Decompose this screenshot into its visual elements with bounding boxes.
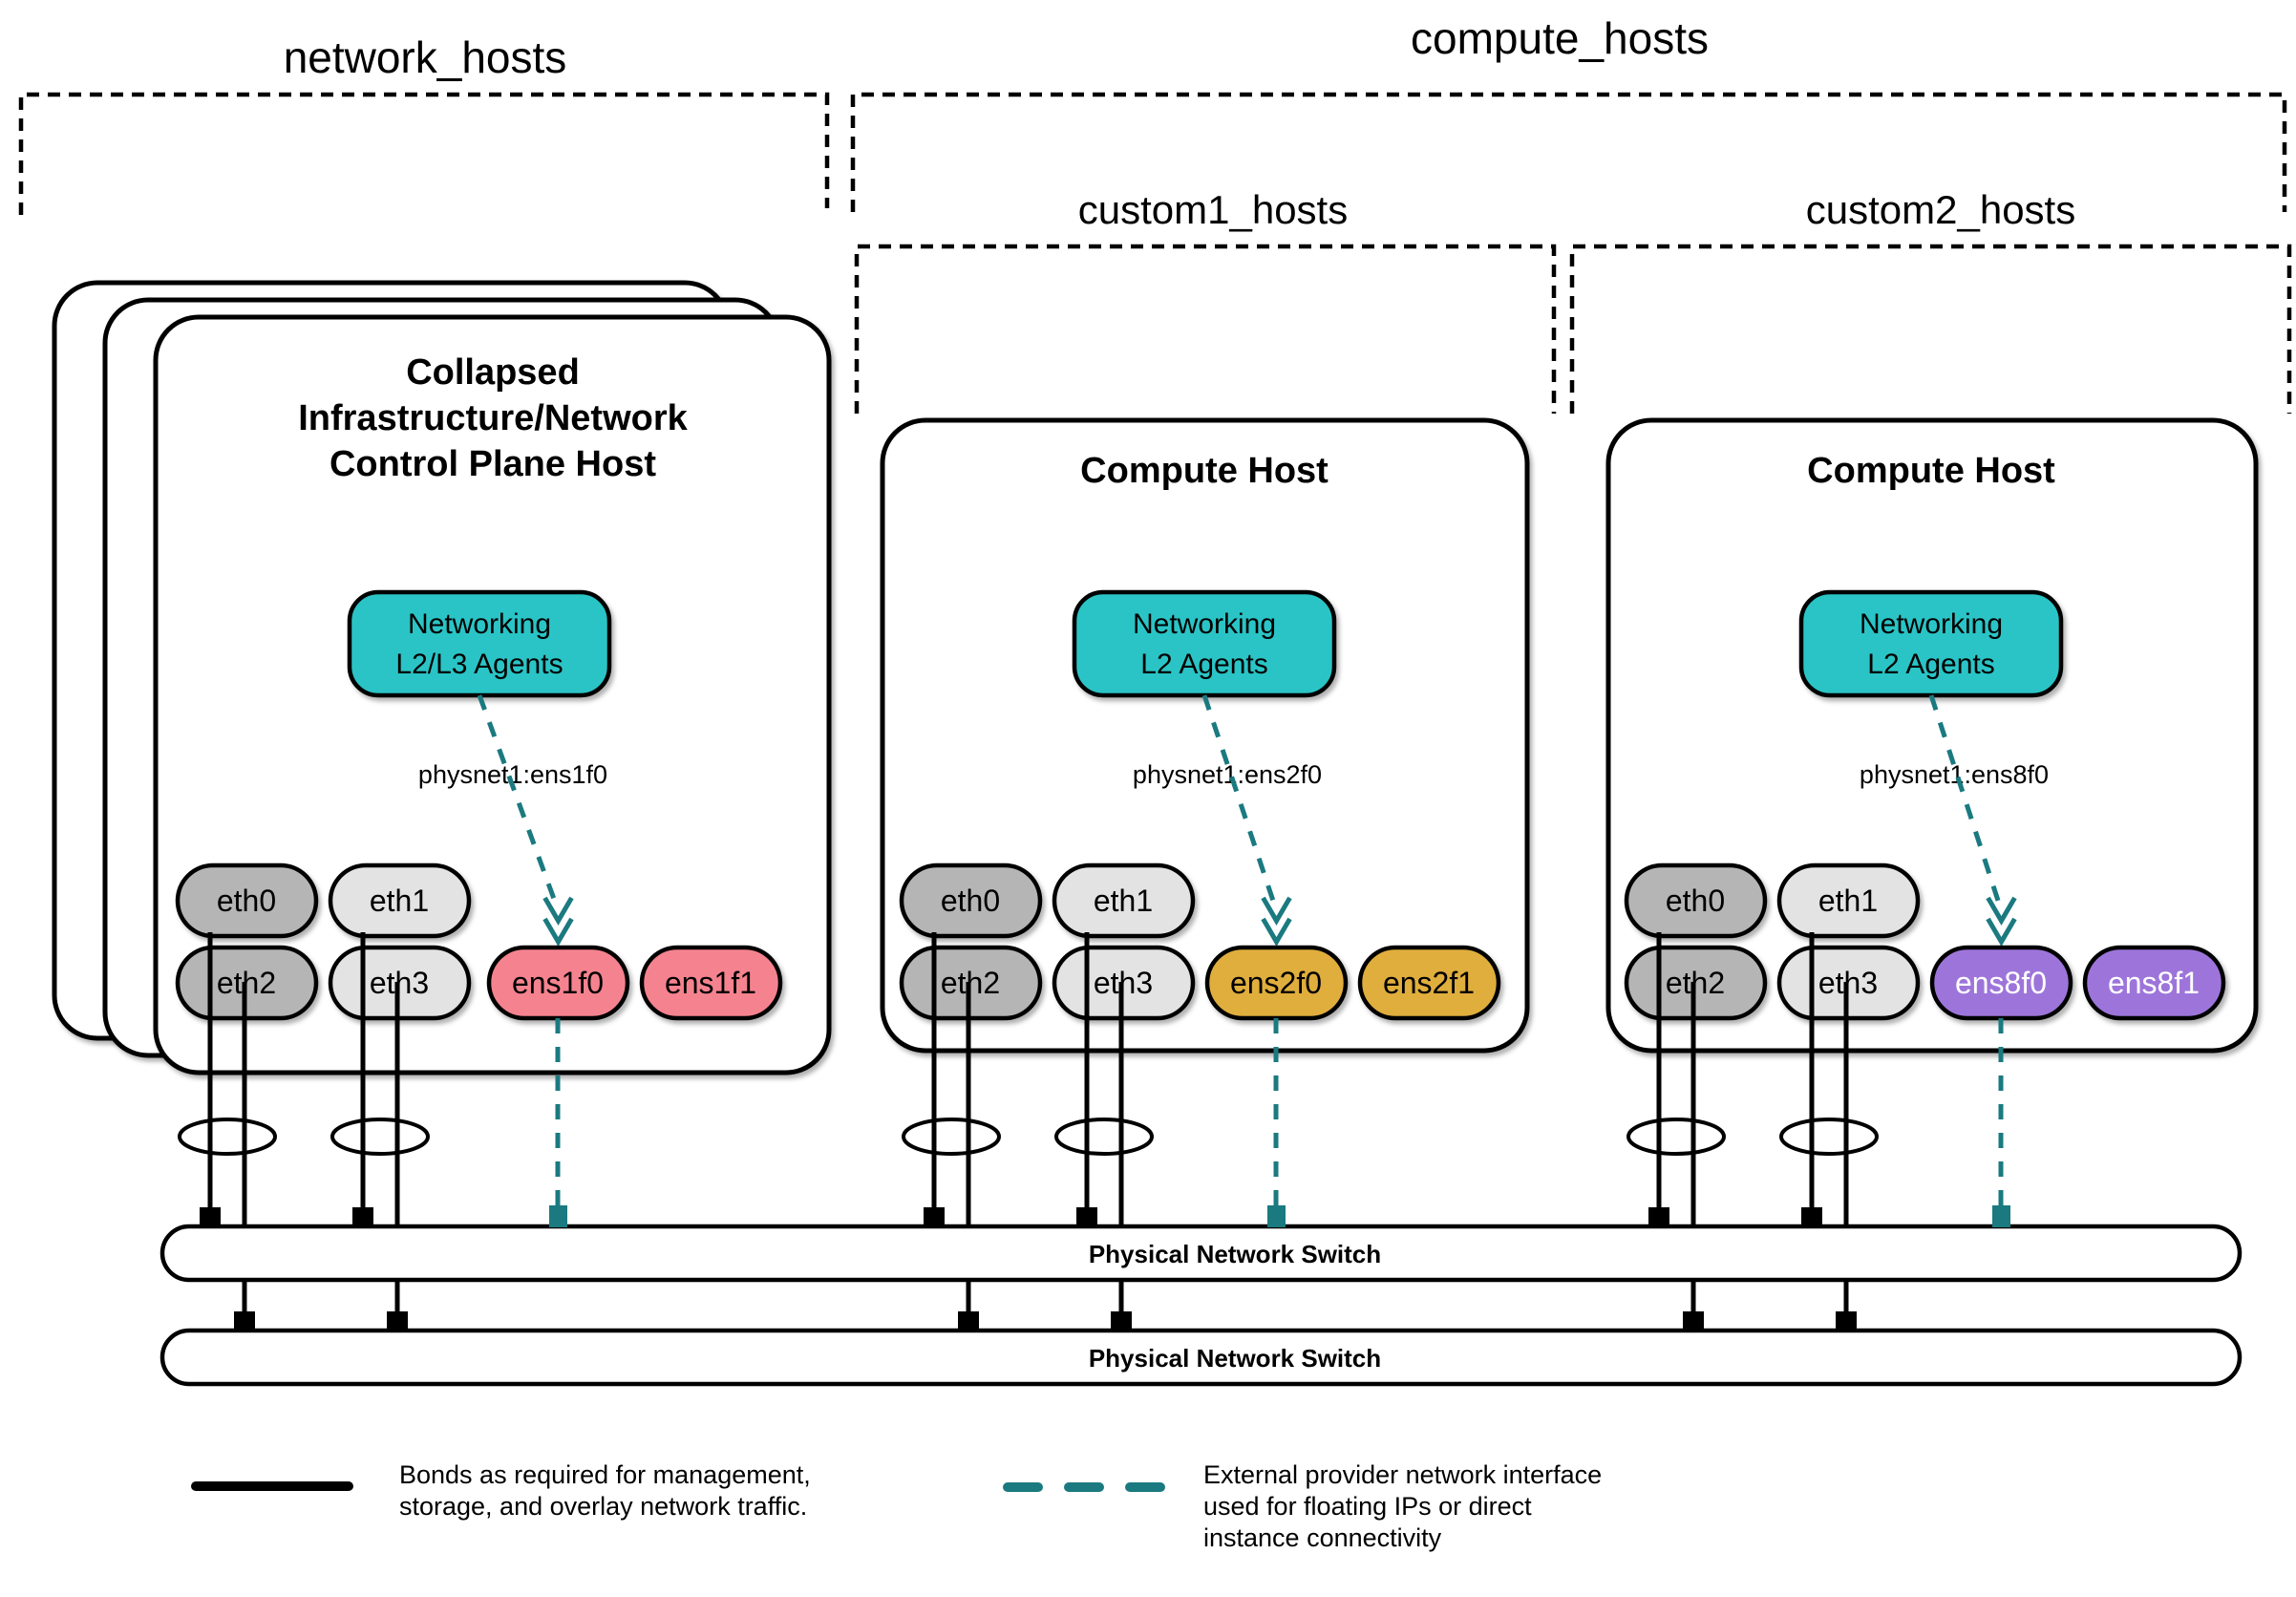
nic-label-ens8f0: ens8f0: [1955, 966, 2047, 1000]
switch-port-marker: [924, 1207, 945, 1227]
network-host-title-line3: Control Plane Host: [330, 444, 656, 484]
switch-port-marker: [234, 1311, 255, 1331]
network-host-arrowhead-chevron-1: [542, 896, 574, 926]
legend-bond-text-line1: Bonds as required for management,: [399, 1460, 811, 1489]
compute-host-1-box: [880, 417, 1530, 1054]
compute-host-2-box: [1605, 417, 2259, 1054]
compute-hosts-bracket: [850, 92, 2287, 212]
nic-label-ens2f0: ens2f0: [1230, 966, 1322, 1000]
switch-port-marker: [1076, 1207, 1097, 1227]
nic-label-eth0: eth0: [217, 884, 276, 918]
network-host-title-line2: Infrastructure/Network: [298, 398, 688, 438]
switch-port-marker-external: [1267, 1205, 1286, 1227]
nic-pill-ens1f1: [639, 945, 783, 1021]
compute-host-1-arrowhead-chevron-1: [1261, 896, 1292, 926]
switch-port-marker: [200, 1207, 221, 1227]
switch-port-marker: [1836, 1311, 1857, 1331]
physical-network-switch-bottom-label: Physical Network Switch: [1089, 1344, 1381, 1373]
custom2-hosts-bracket: [1569, 244, 2292, 414]
compute-host-1-physnet-label: physnet1:ens2f0: [1133, 760, 1322, 789]
nic-label-eth1: eth1: [1818, 884, 1878, 918]
nic-pill-eth0: [175, 862, 319, 939]
group-label-network-hosts: network_hosts: [284, 32, 567, 82]
network-host-title-line1: Collapsed: [406, 352, 580, 393]
group-label-custom2-hosts: custom2_hosts: [1806, 187, 2075, 232]
bond-ellipse: [1626, 1118, 1726, 1156]
switch-port-marker: [1111, 1311, 1132, 1331]
bond-ellipse: [1779, 1118, 1879, 1156]
legend-external-text-line2: used for floating IPs or direct: [1203, 1492, 1532, 1521]
bond-ellipse: [330, 1118, 430, 1156]
compute-host-2-physnet-label: physnet1:ens8f0: [1860, 760, 2049, 789]
nic-pill-eth0: [899, 862, 1043, 939]
legend-external-text-line1: External provider network interface: [1203, 1460, 1602, 1489]
compute-host-2-title: Compute Host: [1807, 451, 2055, 491]
legend-bond-text-line2: storage, and overlay network traffic.: [399, 1492, 807, 1521]
nic-label-eth0: eth0: [1666, 884, 1725, 918]
nic-label-ens1f0: ens1f0: [512, 966, 604, 1000]
nic-pill-ens8f1: [2082, 945, 2226, 1021]
legend-external-text-line3: instance connectivity: [1203, 1523, 1442, 1552]
nic-label-ens8f1: ens8f1: [2108, 966, 2200, 1000]
group-label-custom1-hosts: custom1_hosts: [1078, 187, 1348, 232]
bond-ellipse: [1054, 1118, 1154, 1156]
switch-port-marker-external: [549, 1205, 567, 1227]
network-host-agent-line1: Networking: [408, 608, 551, 640]
switch-port-marker: [1801, 1207, 1822, 1227]
compute-host-1-arrowhead-chevron-2: [1261, 917, 1292, 947]
compute-host-2-arrowhead-chevron-2: [1986, 917, 2017, 947]
nic-pill-eth1: [1776, 862, 1921, 939]
custom1-hosts-bracket: [854, 244, 1557, 414]
nic-label-ens1f1: ens1f1: [665, 966, 756, 1000]
compute-host-1-agent-line2: L2 Agents: [1140, 649, 1267, 680]
switch-port-marker-external: [1992, 1205, 2010, 1227]
network-host-agent-line2: L2/L3 Agents: [395, 649, 563, 680]
switch-port-marker: [958, 1311, 979, 1331]
switch-port-marker: [387, 1311, 408, 1331]
compute-host-2-agent-line1: Networking: [1860, 608, 2003, 640]
network-host-arrowhead-chevron-2: [542, 917, 574, 947]
compute-host-2-agent-line2: L2 Agents: [1867, 649, 1994, 680]
nic-pill-eth1: [328, 862, 472, 939]
nic-pill-eth1: [1052, 862, 1196, 939]
compute-host-1-external-dashed-line: [1201, 694, 1279, 910]
physical-network-switch-bottom: [159, 1328, 2243, 1387]
nic-label-eth1: eth1: [370, 884, 429, 918]
compute-host-1-title: Compute Host: [1080, 451, 1329, 491]
switch-port-marker: [1648, 1207, 1669, 1227]
bond-ellipse: [178, 1118, 277, 1156]
physical-network-switch-top: [159, 1224, 2243, 1283]
group-label-compute-hosts: compute_hosts: [1411, 13, 1709, 63]
nic-label-eth0: eth0: [941, 884, 1000, 918]
bond-ellipse: [902, 1118, 1001, 1156]
switch-port-marker: [1683, 1311, 1704, 1331]
network-host-external-dashed-line: [477, 694, 561, 910]
compute-host-1-agent-line1: Networking: [1133, 608, 1276, 640]
nic-pill-ens2f1: [1357, 945, 1501, 1021]
compute-host-2-external-dashed-line: [1928, 694, 2004, 910]
nic-label-ens2f1: ens2f1: [1383, 966, 1475, 1000]
compute-host-2-arrowhead-chevron-1: [1986, 896, 2017, 926]
switch-port-marker: [352, 1207, 373, 1227]
nic-pill-eth0: [1624, 862, 1768, 939]
physical-network-switch-top-label: Physical Network Switch: [1089, 1240, 1381, 1268]
network-hosts-bracket: [18, 92, 830, 215]
nic-label-eth1: eth1: [1094, 884, 1153, 918]
